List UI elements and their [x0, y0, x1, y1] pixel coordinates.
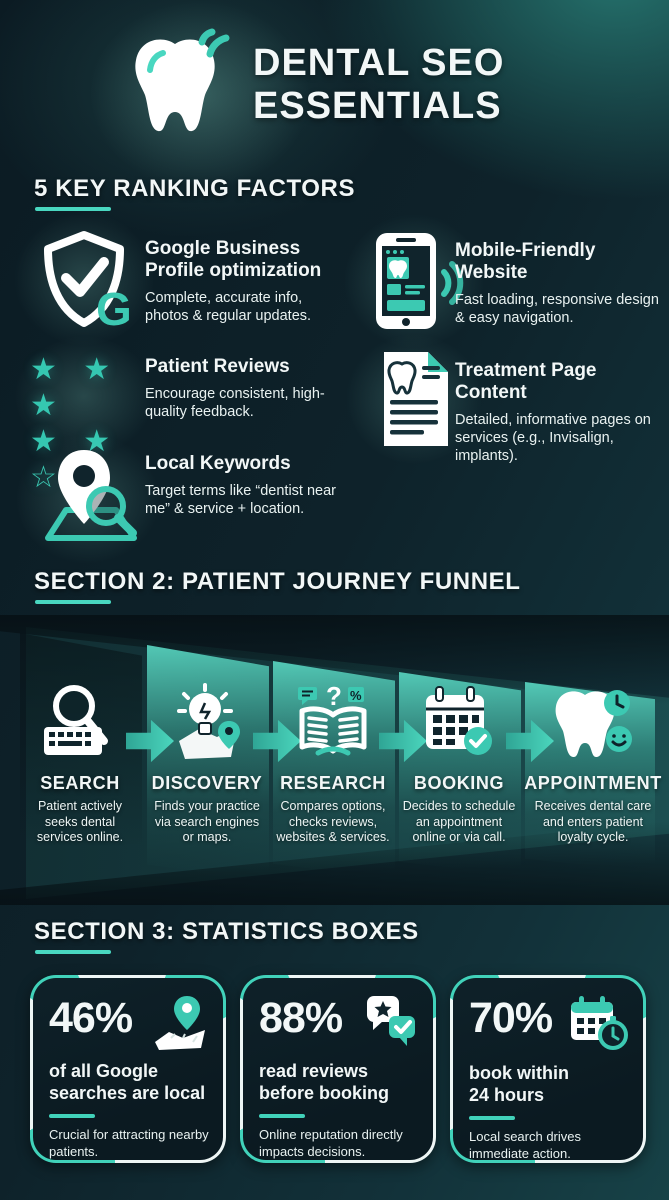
funnel-stage-appointment: APPOINTMENT Receives dental care and ent… [524, 615, 662, 905]
factor-item: Mobile-Friendly Website Fast loading, re… [455, 240, 660, 327]
funnel-panel-1 [20, 633, 142, 885]
factor-item: Google Business Profile optimization Com… [145, 238, 335, 325]
stage-desc: Receives dental care and enters patient … [534, 799, 652, 844]
funnel-stage-search: SEARCH Patient actively seeks dental ser… [19, 615, 141, 905]
review-bubbles-icon [361, 994, 419, 1055]
funnel-panel-2 [147, 645, 269, 881]
google-g-letter: G [96, 283, 132, 330]
stat-desc: Online reputation directly impacts decis… [259, 1127, 403, 1159]
factor3-desc: Encourage consistent, high-quality feedb… [145, 386, 325, 420]
tooth-clock-smile-icon [547, 681, 639, 768]
factor3-title: Patient Reviews [145, 356, 290, 377]
stat-divider [469, 1116, 515, 1120]
stat-box-inner: 70% [453, 978, 643, 1161]
map-location-pin-icon [151, 994, 209, 1055]
stage-label: DISCOVERY [151, 773, 263, 793]
section1-heading: 5 KEY RANKING FACTORS [34, 175, 356, 202]
shield-check-google-icon: G [40, 228, 132, 335]
stat-divider [49, 1114, 95, 1118]
factor3-glow [14, 336, 154, 456]
section1-underline [35, 207, 111, 211]
factor-item: Local Keywords Target terms like “dentis… [145, 453, 360, 518]
factor5-desc: Target terms like “dentist near me” & se… [145, 483, 336, 517]
patient-journey-funnel: SEARCH Patient actively seeks dental ser… [0, 615, 669, 905]
stat-divider [259, 1114, 305, 1118]
page-title: DENTAL SEO ESSENTIALS [253, 42, 504, 128]
stars-row1: ★ ★ ★ [30, 353, 120, 422]
stage-desc: Patient actively seeks dental services o… [36, 799, 124, 844]
search-keyboard-icon [40, 681, 120, 768]
stat-box-book-24-hours: 70% [450, 975, 646, 1163]
factor1-desc: Complete, accurate info, photos & regula… [145, 290, 312, 324]
stat-title: of all Google searches are local [49, 1061, 206, 1103]
treatment-document-icon [372, 348, 456, 455]
lightbulb-map-icon [165, 681, 249, 768]
stat-box-inner: 88% read reviews before booking Online r… [243, 978, 433, 1160]
calendar-stopwatch-icon [567, 994, 629, 1057]
stage-desc: Compares options, checks reviews, websit… [276, 799, 390, 844]
stat-box-read-reviews: 88% read reviews before booking Online r… [240, 975, 436, 1163]
section3-underline [35, 950, 111, 954]
stage-desc: Decides to schedule an appointment onlin… [402, 799, 516, 844]
stage-label: SEARCH [40, 773, 120, 793]
funnel-stage-discovery: DISCOVERY Finds your practice via search… [146, 615, 268, 905]
stage-label: BOOKING [413, 773, 505, 793]
stat-title: book within 24 hours [469, 1063, 569, 1105]
section3-heading: SECTION 3: STATISTICS BOXES [34, 918, 419, 945]
factor2-desc: Fast loading, responsive design & easy n… [455, 292, 659, 326]
stars-row2: ★ ★ ☆ [30, 424, 160, 496]
funnel-panel-3 [273, 661, 395, 879]
stat-value: 70% [469, 994, 553, 1042]
stage-label: RESEARCH [280, 773, 386, 793]
factor1-title: Google Business Profile optimization [145, 238, 322, 281]
section2-heading: SECTION 2: PATIENT JOURNEY FUNNEL [34, 568, 521, 595]
funnel-stage-booking: BOOKING Decides to schedule an appointme… [398, 615, 520, 905]
factor2-title: Mobile-Friendly Website [455, 240, 596, 283]
stage-label: APPOINTMENT [524, 773, 662, 793]
factor-item: Patient Reviews Encourage consistent, hi… [145, 356, 355, 421]
stat-box-local-searches: 46% of all Google searches are local Cru… [30, 975, 226, 1163]
page-title-line2: ESSENTIALS [253, 85, 502, 127]
factor4-title: Treatment Page Content [455, 360, 597, 403]
question-mark-glyph: ? [326, 681, 342, 711]
section2-underline [35, 600, 111, 604]
factor4-desc: Detailed, informative pages on services … [455, 412, 651, 464]
stat-desc: Local search drives immediate action. [469, 1129, 581, 1161]
stat-desc: Crucial for attracting nearby patients. [49, 1127, 209, 1159]
calendar-check-icon [418, 681, 500, 768]
mobile-phone-icon [368, 230, 464, 337]
page-title-line1: DENTAL SEO [253, 42, 505, 84]
factor5-title: Local Keywords [145, 453, 291, 474]
star-rating-icon: ★ ★ ★ ★ ★ ☆ [30, 352, 160, 496]
funnel-stage-research: ? % RESEARCH Compares options, checks re… [272, 615, 394, 905]
open-book-icon: ? % [288, 681, 378, 770]
stat-value: 88% [259, 994, 343, 1042]
map-pin-search-icon [38, 448, 144, 553]
percent-glyph: % [350, 688, 362, 703]
factor-item: Treatment Page Content Detailed, informa… [455, 360, 663, 465]
stat-value: 46% [49, 994, 133, 1042]
stage-desc: Finds your practice via search engines o… [154, 799, 260, 844]
stat-box-inner: 46% of all Google searches are local Cru… [33, 978, 223, 1160]
stat-title: read reviews before booking [259, 1061, 389, 1103]
tooth-signal-icon [120, 26, 242, 144]
